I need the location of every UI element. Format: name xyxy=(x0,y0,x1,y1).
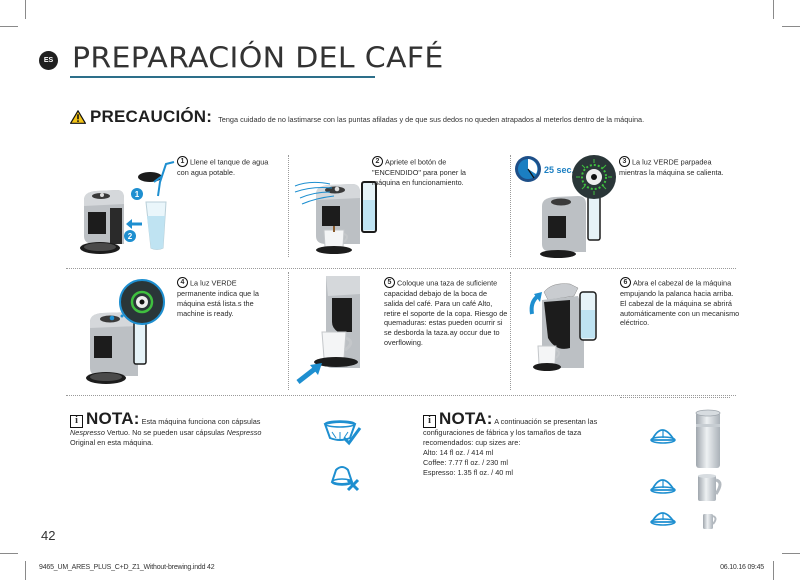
language-badge: ES xyxy=(39,51,58,70)
svg-text:25 sec.: 25 sec. xyxy=(544,165,574,175)
note-text: Esta máquina funciona con cápsulas xyxy=(141,417,261,426)
page-title: PREPARACIÓN DEL CAFÉ xyxy=(72,42,444,76)
step5-place-cup-illustration xyxy=(296,276,360,384)
cup-size-coffee: Coffee: 7.77 fl oz. / 230 ml xyxy=(423,458,509,467)
step-number-badge: 6 xyxy=(620,277,631,288)
step-number-badge: 5 xyxy=(384,277,395,288)
divider xyxy=(288,272,289,390)
divider xyxy=(66,268,736,269)
step3-heating-illustration: 25 sec. xyxy=(515,155,616,258)
note-title: NOTA: xyxy=(86,409,140,428)
crop-mark xyxy=(782,26,800,27)
caution-notice: PRECAUCIÓN: Tenga cuidado de no lastimar… xyxy=(70,107,644,127)
footer-filename: 9465_UM_ARES_PLUS_C+D_Z1_Without-brewing… xyxy=(39,564,215,571)
divider xyxy=(66,395,736,396)
step1-fill-tank-illustration: 1 2 xyxy=(80,161,175,254)
crop-mark xyxy=(782,553,800,554)
capsule-espresso-icon xyxy=(650,512,676,526)
step-number-badge: 4 xyxy=(177,277,188,288)
step6-open-head-illustration xyxy=(529,283,597,371)
caution-text: Tenga cuidado de no lastimarse con las p… xyxy=(218,115,645,124)
capsule-coffee-icon xyxy=(650,479,676,494)
capsule-alto-icon xyxy=(650,429,676,444)
info-icon: i xyxy=(423,415,436,428)
note-title: NOTA: xyxy=(439,409,493,428)
cup-size-espresso: Espresso: 1.35 fl oz. / 40 ml xyxy=(423,468,514,477)
divider xyxy=(288,155,289,257)
step2-power-button-illustration xyxy=(294,181,377,254)
crop-mark xyxy=(773,0,774,19)
divider xyxy=(510,272,511,390)
crop-mark xyxy=(0,26,18,27)
divider xyxy=(620,397,730,398)
original-capsule-not-allowed-icon xyxy=(330,466,360,492)
brand-name: Nespresso xyxy=(226,428,262,437)
brand-name: Nespresso xyxy=(70,428,105,437)
crop-mark xyxy=(25,0,26,19)
warning-triangle-icon xyxy=(70,110,86,124)
note-text: A continuación se presentan las configur… xyxy=(423,417,598,447)
step4-ready-illustration xyxy=(86,279,165,384)
divider xyxy=(510,155,511,257)
step-number-badge: 2 xyxy=(372,156,383,167)
footer-timestamp: 06.10.16 09:45 xyxy=(720,564,764,571)
cup-size-alto: Alto: 14 fl oz. / 414 ml xyxy=(423,448,494,457)
crop-mark xyxy=(773,561,774,580)
svg-text:2: 2 xyxy=(128,232,133,241)
info-icon: i xyxy=(70,415,83,428)
cup-sizes-illustration xyxy=(650,409,722,529)
crop-mark xyxy=(0,553,18,554)
step-number-badge: 1 xyxy=(177,156,188,167)
caution-label: PRECAUCIÓN: xyxy=(90,107,213,126)
vertuo-capsule-allowed-icon xyxy=(323,420,362,446)
crop-mark xyxy=(25,561,26,580)
page-number: 42 xyxy=(41,528,56,543)
svg-text:1: 1 xyxy=(135,190,140,199)
title-underline xyxy=(70,76,375,78)
step-number-badge: 3 xyxy=(619,156,630,167)
